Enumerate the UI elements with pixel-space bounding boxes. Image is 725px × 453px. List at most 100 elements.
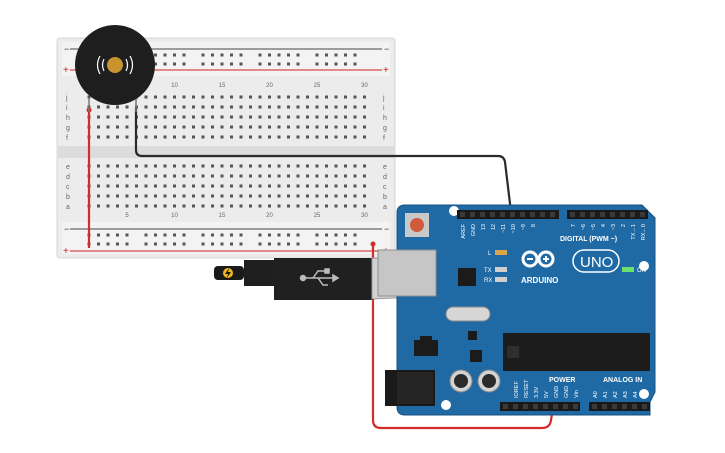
- breadboard-hole[interactable]: [277, 95, 281, 99]
- header-pin-socket[interactable]: [500, 212, 505, 217]
- breadboard-hole[interactable]: [277, 194, 281, 198]
- header-pin-socket[interactable]: [592, 404, 597, 409]
- breadboard-hole[interactable]: [325, 174, 328, 178]
- breadboard-hole[interactable]: [306, 105, 309, 109]
- breadboard-hole[interactable]: [182, 105, 186, 109]
- breadboard-hole[interactable]: [296, 62, 300, 66]
- breadboard-hole[interactable]: [192, 204, 195, 208]
- breadboard-hole[interactable]: [220, 164, 224, 168]
- breadboard-hole[interactable]: [192, 135, 195, 139]
- breadboard-hole[interactable]: [287, 53, 290, 57]
- breadboard-hole[interactable]: [192, 174, 195, 178]
- breadboard-hole[interactable]: [287, 204, 290, 208]
- header-pin-socket[interactable]: [620, 212, 625, 217]
- breadboard-hole[interactable]: [325, 242, 328, 246]
- breadboard-hole[interactable]: [116, 242, 119, 246]
- breadboard-hole[interactable]: [116, 125, 119, 129]
- breadboard-hole[interactable]: [182, 53, 186, 57]
- breadboard-hole[interactable]: [173, 125, 176, 129]
- breadboard-hole[interactable]: [344, 125, 347, 129]
- breadboard-hole[interactable]: [353, 125, 357, 129]
- breadboard-hole[interactable]: [296, 204, 300, 208]
- breadboard-hole[interactable]: [277, 105, 281, 109]
- breadboard-hole[interactable]: [192, 105, 195, 109]
- header-pin-socket[interactable]: [600, 212, 605, 217]
- breadboard-hole[interactable]: [97, 164, 100, 168]
- breadboard-hole[interactable]: [125, 194, 129, 198]
- breadboard-hole[interactable]: [306, 115, 309, 119]
- breadboard-hole[interactable]: [296, 105, 300, 109]
- breadboard-hole[interactable]: [201, 135, 205, 139]
- breadboard-hole[interactable]: [106, 115, 110, 119]
- breadboard-hole[interactable]: [363, 125, 366, 129]
- breadboard-hole[interactable]: [287, 105, 290, 109]
- breadboard-hole[interactable]: [106, 174, 110, 178]
- breadboard-hole[interactable]: [249, 184, 252, 188]
- breadboard-hole[interactable]: [192, 164, 195, 168]
- breadboard-hole[interactable]: [287, 95, 290, 99]
- breadboard-hole[interactable]: [306, 204, 309, 208]
- breadboard-hole[interactable]: [211, 125, 214, 129]
- breadboard-hole[interactable]: [173, 95, 176, 99]
- breadboard-hole[interactable]: [334, 242, 338, 246]
- breadboard-hole[interactable]: [287, 242, 290, 246]
- breadboard-hole[interactable]: [287, 135, 290, 139]
- breadboard-hole[interactable]: [258, 184, 262, 188]
- breadboard-hole[interactable]: [363, 164, 366, 168]
- breadboard-hole[interactable]: [363, 174, 366, 178]
- breadboard-hole[interactable]: [230, 204, 233, 208]
- breadboard-hole[interactable]: [296, 184, 300, 188]
- breadboard-hole[interactable]: [268, 53, 271, 57]
- header-pin-socket[interactable]: [632, 404, 637, 409]
- breadboard-hole[interactable]: [334, 204, 338, 208]
- breadboard-hole[interactable]: [144, 105, 148, 109]
- breadboard-hole[interactable]: [144, 95, 148, 99]
- breadboard-hole[interactable]: [325, 105, 328, 109]
- header-pin-socket[interactable]: [642, 404, 647, 409]
- breadboard-hole[interactable]: [268, 125, 271, 129]
- breadboard-hole[interactable]: [173, 242, 176, 246]
- breadboard-hole[interactable]: [135, 204, 138, 208]
- breadboard-hole[interactable]: [249, 194, 252, 198]
- breadboard-hole[interactable]: [173, 194, 176, 198]
- breadboard-hole[interactable]: [258, 53, 262, 57]
- breadboard-hole[interactable]: [249, 115, 252, 119]
- breadboard-hole[interactable]: [353, 105, 357, 109]
- breadboard-hole[interactable]: [277, 233, 281, 237]
- breadboard-hole[interactable]: [182, 95, 186, 99]
- breadboard-hole[interactable]: [163, 204, 167, 208]
- breadboard-hole[interactable]: [116, 115, 119, 119]
- breadboard-hole[interactable]: [97, 233, 100, 237]
- breadboard-hole[interactable]: [315, 115, 319, 119]
- breadboard-hole[interactable]: [97, 135, 100, 139]
- breadboard-hole[interactable]: [116, 204, 119, 208]
- breadboard-hole[interactable]: [211, 184, 214, 188]
- breadboard-hole[interactable]: [334, 95, 338, 99]
- breadboard-hole[interactable]: [258, 242, 262, 246]
- breadboard-hole[interactable]: [154, 184, 157, 188]
- header-pin-socket[interactable]: [570, 212, 575, 217]
- breadboard-hole[interactable]: [173, 62, 176, 66]
- header-pin-socket[interactable]: [612, 404, 617, 409]
- breadboard-hole[interactable]: [154, 242, 157, 246]
- breadboard-hole[interactable]: [268, 105, 271, 109]
- breadboard-hole[interactable]: [220, 204, 224, 208]
- breadboard-hole[interactable]: [144, 194, 148, 198]
- breadboard-hole[interactable]: [211, 164, 214, 168]
- breadboard-hole[interactable]: [353, 164, 357, 168]
- breadboard-hole[interactable]: [239, 194, 243, 198]
- breadboard-hole[interactable]: [353, 184, 357, 188]
- breadboard-hole[interactable]: [239, 164, 243, 168]
- breadboard-hole[interactable]: [173, 174, 176, 178]
- breadboard-hole[interactable]: [125, 242, 129, 246]
- breadboard-hole[interactable]: [334, 53, 338, 57]
- breadboard-hole[interactable]: [306, 125, 309, 129]
- header-pin-socket[interactable]: [543, 404, 548, 409]
- breadboard-hole[interactable]: [268, 174, 271, 178]
- breadboard-hole[interactable]: [163, 194, 167, 198]
- breadboard-hole[interactable]: [325, 184, 328, 188]
- breadboard-hole[interactable]: [306, 194, 309, 198]
- breadboard-hole[interactable]: [144, 184, 148, 188]
- breadboard-hole[interactable]: [315, 125, 319, 129]
- reset-button[interactable]: [405, 213, 429, 237]
